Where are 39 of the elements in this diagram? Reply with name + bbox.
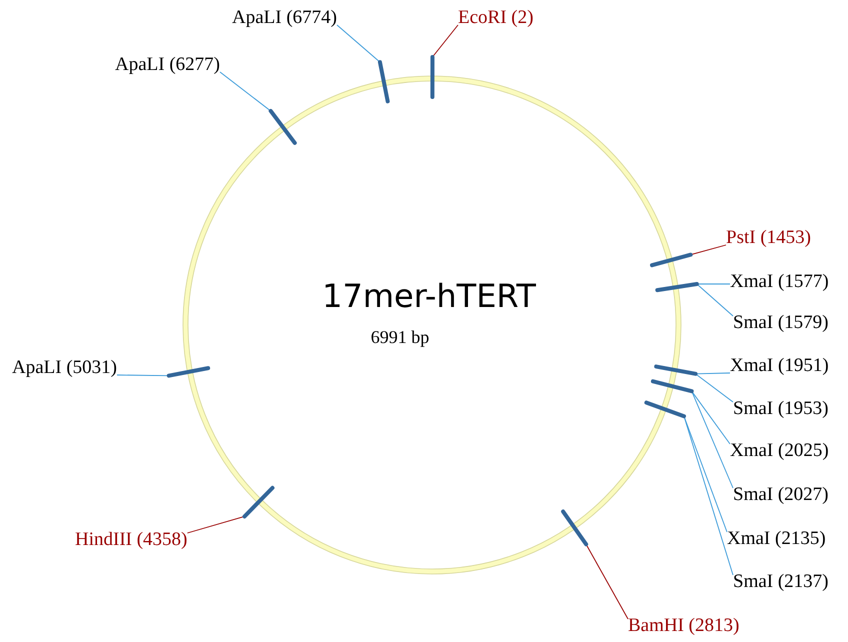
enzyme-label: EcoRI (2) <box>458 7 534 29</box>
enzyme-label: SmaI (1579) <box>733 312 829 334</box>
enzyme-label: XmaI (1951) <box>730 355 829 377</box>
restriction-site-tick <box>655 282 699 292</box>
enzyme-label: XmaI (2135) <box>727 528 826 550</box>
plasmid-name: 17mer-hTERT <box>322 280 536 312</box>
leader-line <box>586 544 628 620</box>
leader-line <box>696 284 734 316</box>
leader-line <box>695 373 734 402</box>
leader-line <box>684 416 734 576</box>
restriction-site-tick <box>378 60 390 104</box>
enzyme-label: XmaI (1577) <box>730 271 829 293</box>
enzyme-label: SmaI (2027) <box>733 484 829 506</box>
restriction-site-tick <box>430 55 434 99</box>
enzyme-label: BamHI (2813) <box>628 615 740 637</box>
enzyme-label: SmaI (1953) <box>733 398 829 420</box>
restriction-site-tick <box>644 400 686 418</box>
enzyme-label: SmaI (2137) <box>733 571 829 593</box>
enzyme-label: ApaLI (6277) <box>115 54 220 76</box>
enzyme-label: ApaLI (5031) <box>12 357 117 379</box>
restriction-site-tick <box>650 252 693 268</box>
enzyme-label: ApaLI (6774) <box>232 7 337 29</box>
enzyme-label: HindIII (4358) <box>75 529 188 551</box>
leader-line <box>691 390 730 444</box>
restriction-site-tick <box>650 379 694 394</box>
leader-line <box>116 374 170 376</box>
leader-line <box>695 372 730 374</box>
leader-line <box>186 516 245 534</box>
restriction-site-tick <box>654 364 698 376</box>
leader-line <box>432 24 458 58</box>
leader-line <box>691 390 734 488</box>
leader-line <box>684 416 728 532</box>
restriction-site-tick <box>166 366 210 378</box>
leader-line <box>336 24 380 63</box>
leader-line <box>220 72 272 112</box>
enzyme-label: XmaI (2025) <box>730 440 829 462</box>
enzyme-label: PstI (1453) <box>726 227 811 249</box>
plasmid-size: 6991 bp <box>370 328 430 346</box>
leader-line <box>690 244 726 256</box>
